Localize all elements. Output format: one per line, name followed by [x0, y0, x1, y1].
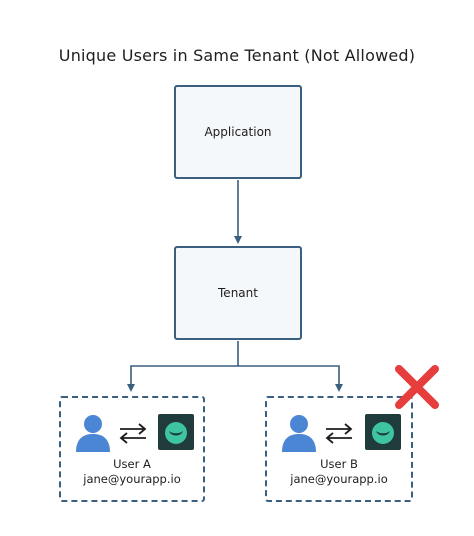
user-b-group: User B jane@yourapp.io	[265, 396, 413, 502]
swap-arrows-icon	[119, 423, 147, 444]
app-logo-icon	[365, 414, 401, 450]
app-logo-icon	[158, 414, 194, 450]
user-a-group: User A jane@yourapp.io	[59, 396, 205, 502]
diagram-title: Unique Users in Same Tenant (Not Allowed…	[58, 46, 416, 65]
application-node: Application	[174, 85, 302, 179]
application-label: Application	[204, 125, 272, 139]
user-b-name: User B	[320, 457, 358, 471]
user-b-email: jane@yourapp.io	[290, 472, 388, 486]
tenant-node: Tenant	[174, 246, 302, 340]
edge-tenant-user-b	[238, 365, 343, 392]
user-a-name: User A	[113, 457, 151, 471]
swap-arrows-icon	[325, 423, 353, 444]
user-icon	[76, 415, 110, 452]
user-a-email: jane@yourapp.io	[83, 472, 181, 486]
red-x-icon	[395, 365, 439, 409]
edge-tenant-user-a	[127, 341, 239, 392]
tenant-label: Tenant	[218, 286, 258, 300]
user-icon	[282, 415, 316, 452]
